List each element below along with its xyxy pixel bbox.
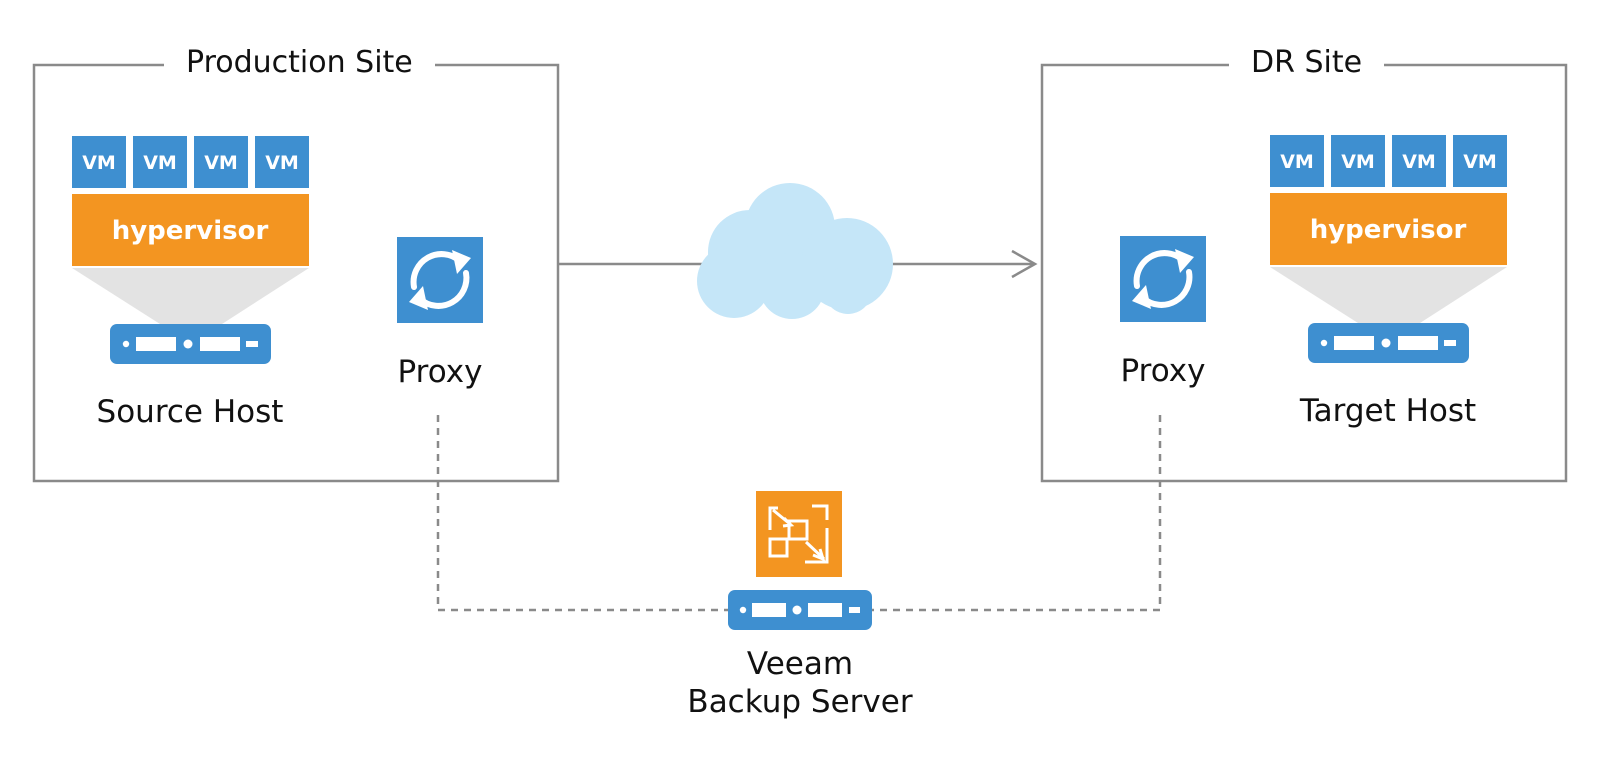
vm-label: VM [1341, 151, 1375, 173]
target-host-label: Target Host [1299, 393, 1477, 429]
sync-arrows-icon [1120, 236, 1206, 322]
vm-label: VM [1280, 151, 1314, 173]
vm-label: VM [1463, 151, 1497, 173]
target-host: VM VM VM VM hypervisor [1270, 135, 1507, 363]
vm-box [1270, 135, 1324, 187]
vm-label: VM [82, 152, 116, 174]
vm-box [1453, 135, 1507, 187]
dr-site-title: DR Site [1229, 46, 1385, 80]
source-host: VM VM VM VM hypervisor [72, 136, 309, 364]
rack-server-icon [110, 324, 271, 364]
management-link-left [436, 415, 730, 612]
sync-arrows-icon [397, 237, 483, 323]
hypervisor-label: hypervisor [112, 216, 269, 246]
host-funnel [72, 268, 309, 324]
backup-server-label-line1: Veeam [746, 646, 854, 682]
host-funnel [1270, 267, 1507, 323]
vm-label: VM [143, 152, 177, 174]
vm-box [133, 136, 187, 188]
vm-label: VM [1402, 151, 1436, 173]
vm-box [72, 136, 126, 188]
vm-label: VM [265, 152, 299, 174]
production-site-title: Production Site [164, 46, 435, 80]
hypervisor-bar [72, 194, 309, 266]
veeam-logo-icon [756, 491, 842, 577]
rack-server-icon [728, 590, 872, 630]
backup-server-label-line2: Backup Server [687, 684, 913, 720]
hypervisor-label: hypervisor [1310, 215, 1467, 245]
source-host-label: Source Host [96, 394, 284, 430]
hypervisor-bar [1270, 193, 1507, 265]
vm-label: VM [204, 152, 238, 174]
vm-box [255, 136, 309, 188]
vm-box [1331, 135, 1385, 187]
cloud-icon [697, 183, 893, 319]
management-link-right [870, 415, 1162, 612]
vm-box [1392, 135, 1446, 187]
rack-server-icon [1308, 323, 1469, 363]
vm-box [194, 136, 248, 188]
target-proxy-label: Proxy [1120, 353, 1206, 389]
source-proxy-label: Proxy [397, 354, 483, 390]
